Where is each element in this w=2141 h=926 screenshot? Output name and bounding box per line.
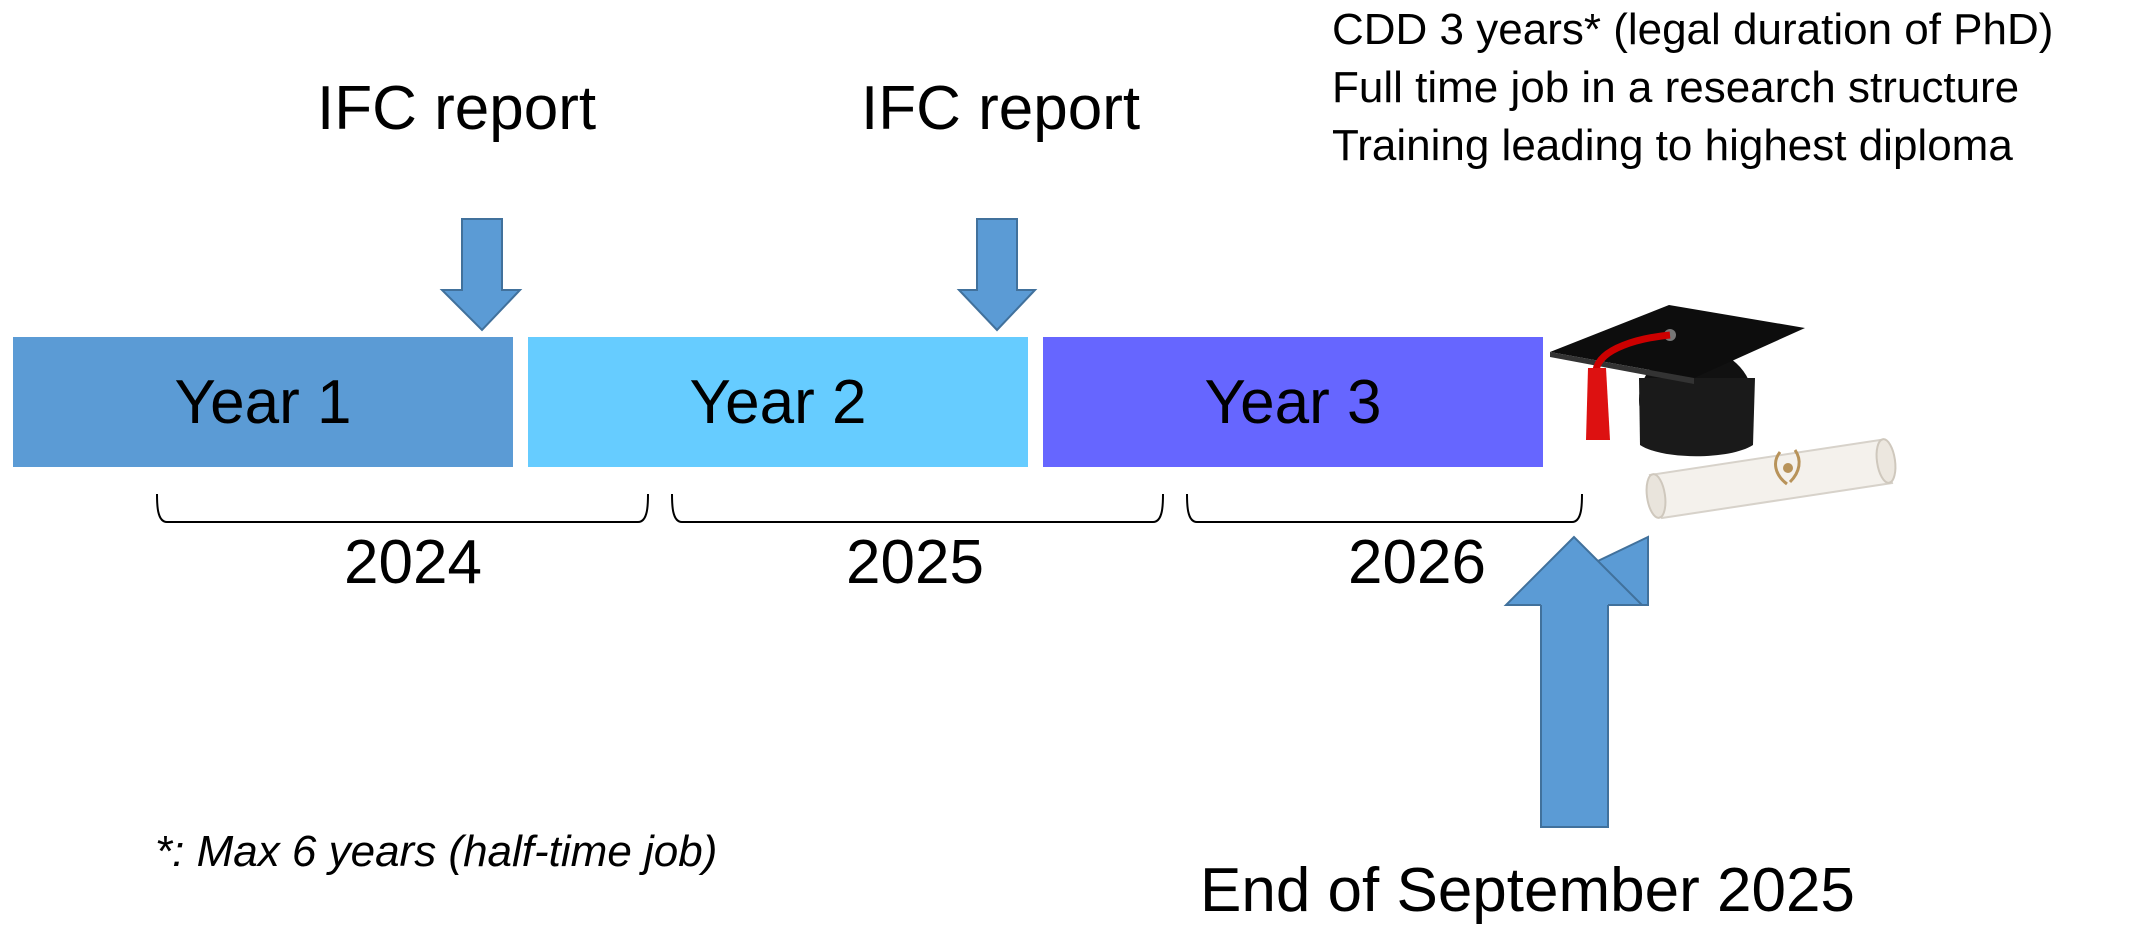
info-line-duration: CDD 3 years* (legal duration of PhD) (1332, 5, 2054, 54)
down-arrow-icon (439, 218, 523, 332)
calendar-year-2025: 2025 (846, 528, 984, 597)
info-line-training: Training leading to highest diploma (1332, 121, 2013, 170)
year-1-block: Year 1 (13, 337, 513, 467)
year-2-label: Year 2 (689, 367, 867, 437)
down-arrow-icon (956, 218, 1038, 332)
ifc-report-label-1: IFC report (317, 74, 597, 143)
calendar-year-2026: 2026 (1348, 528, 1486, 597)
bracket-2026 (1186, 493, 1583, 523)
end-date-label: End of September 2025 (1200, 856, 1855, 925)
calendar-year-2024: 2024 (344, 528, 482, 597)
year-3-label: Year 3 (1204, 367, 1382, 437)
bracket-2024 (156, 493, 649, 523)
year-1-label: Year 1 (174, 367, 352, 437)
year-2-block: Year 2 (528, 337, 1028, 467)
graduation-cap-icon (1550, 305, 1805, 457)
ifc-report-label-2: IFC report (861, 74, 1141, 143)
footnote: *: Max 6 years (half-time job) (155, 827, 718, 876)
diploma-icon (1645, 438, 1897, 520)
year-3-block: Year 3 (1043, 337, 1543, 467)
bracket-2025 (671, 493, 1164, 523)
info-line-job: Full time job in a research structure (1332, 63, 2020, 112)
